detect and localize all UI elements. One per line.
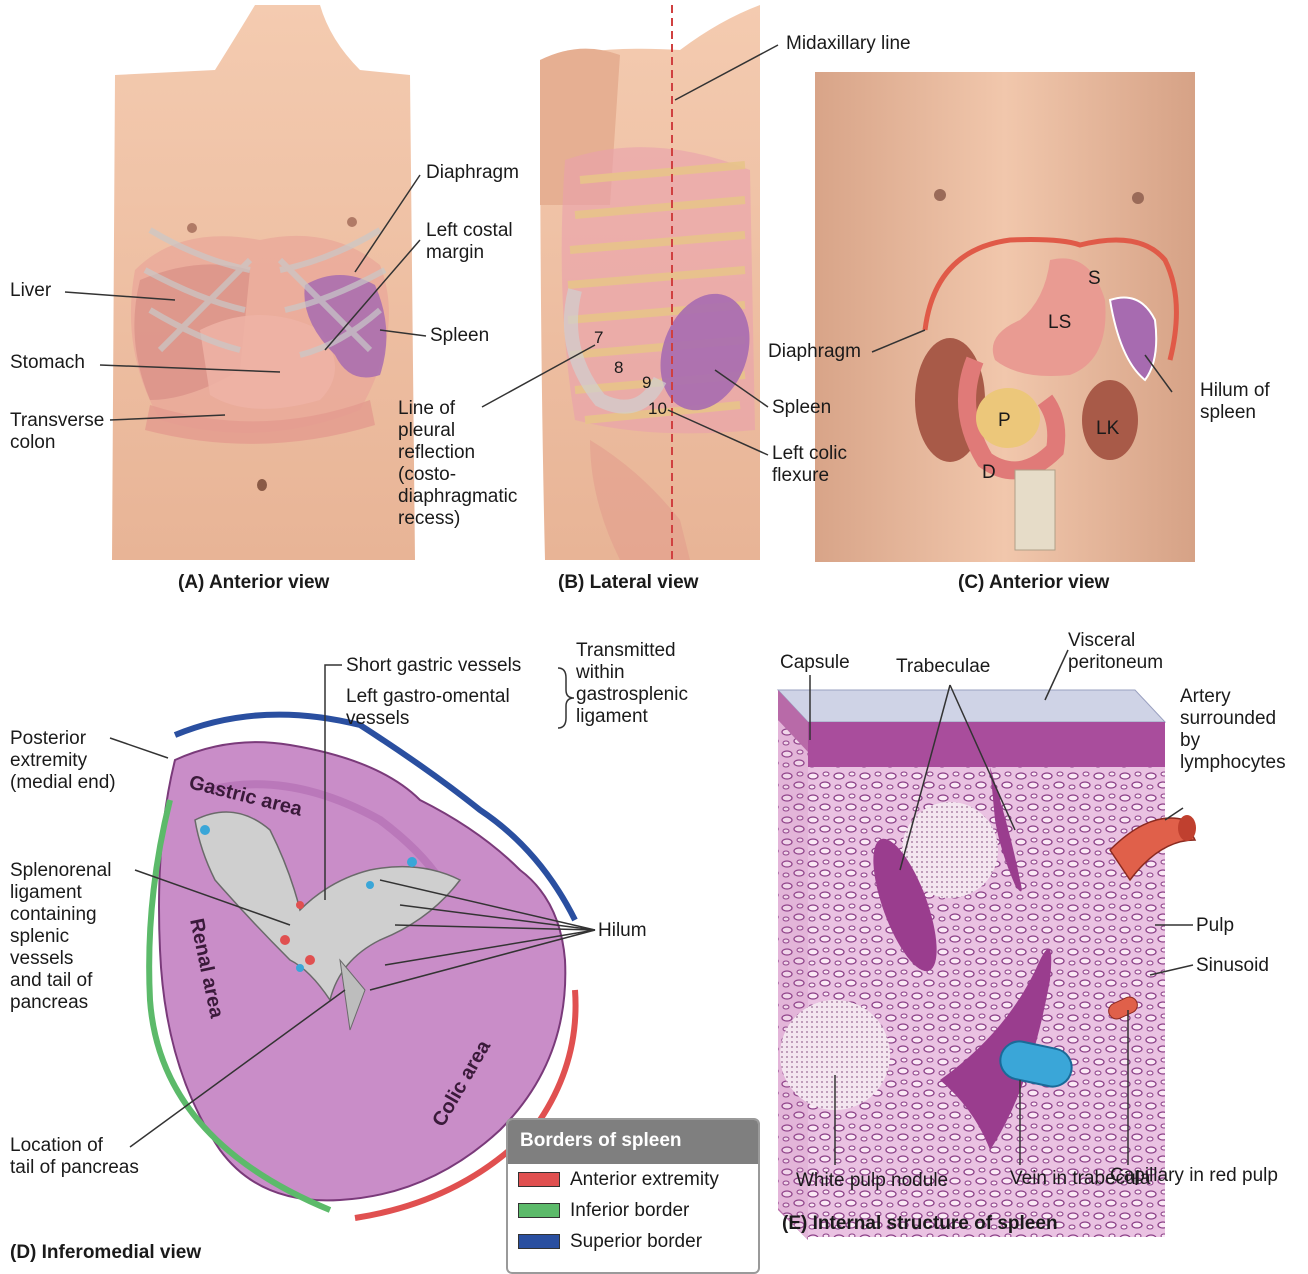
- caption-d: (D) Inferomedial view: [10, 1242, 201, 1264]
- label-spleen-b: Spleen: [772, 397, 831, 419]
- legend-title: Borders of spleen: [508, 1120, 758, 1164]
- label-sinusoid: Sinusoid: [1196, 955, 1269, 977]
- label-white-pulp: White pulp nodule: [796, 1170, 948, 1192]
- label-d: D: [982, 462, 996, 484]
- legend-swatch-blue: [518, 1234, 560, 1249]
- panel-e-illustration: [778, 690, 1196, 1240]
- label-p: P: [998, 410, 1011, 432]
- legend-label: Superior border: [570, 1231, 702, 1253]
- panel-a-illustration: [112, 5, 415, 560]
- label-pleural-reflection: Line of pleural reflection (costo- diaph…: [398, 398, 517, 530]
- caption-c: (C) Anterior view: [958, 572, 1109, 594]
- borders-legend: Borders of spleen Anterior extremity Inf…: [506, 1118, 760, 1274]
- label-artery: Artery surrounded by lymphocytes: [1180, 686, 1286, 774]
- label-trabeculae: Trabeculae: [896, 656, 990, 678]
- caption-e: (E) Internal structure of spleen: [782, 1213, 1058, 1235]
- label-diaphragm-a: Diaphragm: [426, 162, 519, 184]
- label-transmitted: Transmitted within gastrosplenic ligamen…: [576, 640, 688, 728]
- panel-c-illustration: [815, 72, 1195, 562]
- label-stomach: Stomach: [10, 352, 85, 374]
- label-location-tail: Location of tail of pancreas: [10, 1135, 139, 1179]
- legend-item-superior: Superior border: [508, 1226, 758, 1257]
- caption-b: (B) Lateral view: [558, 572, 698, 594]
- label-midaxillary-line: Midaxillary line: [786, 33, 911, 55]
- legend-label: Anterior extremity: [570, 1169, 719, 1191]
- legend-item-inferior: Inferior border: [508, 1195, 758, 1226]
- gastrosplenic-bracket: [558, 668, 574, 728]
- label-left-costal-margin: Left costal margin: [426, 220, 513, 264]
- legend-swatch-green: [518, 1203, 560, 1218]
- label-spleen-a: Spleen: [430, 325, 489, 347]
- label-transverse-colon: Transverse colon: [10, 410, 104, 454]
- label-rib-10: 10: [648, 398, 667, 420]
- label-hilum: Hilum: [598, 920, 647, 942]
- caption-a: (A) Anterior view: [178, 572, 329, 594]
- legend-item-anterior: Anterior extremity: [508, 1164, 758, 1195]
- capsule-layer: [808, 722, 1165, 767]
- label-lk: LK: [1096, 418, 1119, 440]
- label-left-gastro-omental: Left gastro-omental vessels: [346, 686, 510, 730]
- label-pulp: Pulp: [1196, 915, 1234, 937]
- label-liver: Liver: [10, 280, 51, 302]
- label-vein: Vein in trabecula: [1010, 1168, 1151, 1190]
- label-splenorenal: Splenorenal ligament containing splenic …: [10, 860, 111, 1014]
- label-ls: LS: [1048, 312, 1071, 334]
- label-short-gastric: Short gastric vessels: [346, 655, 521, 677]
- legend-label: Inferior border: [570, 1200, 689, 1222]
- legend-swatch-red: [518, 1172, 560, 1187]
- label-rib-7: 7: [594, 327, 603, 349]
- label-rib-9: 9: [642, 372, 651, 394]
- panel-b-illustration: [540, 5, 765, 560]
- label-diaphragm-c: Diaphragm: [768, 341, 861, 363]
- label-s: S: [1088, 268, 1101, 290]
- label-posterior-extremity: Posterior extremity (medial end): [10, 728, 116, 794]
- visceral-peritoneum-sheet: [778, 690, 1165, 722]
- label-rib-8: 8: [614, 357, 623, 379]
- label-capsule: Capsule: [780, 652, 850, 674]
- label-left-colic-flexure: Left colic flexure: [772, 443, 847, 487]
- label-visceral-peritoneum: Visceral peritoneum: [1068, 630, 1163, 674]
- label-hilum-of-spleen: Hilum of spleen: [1200, 380, 1270, 424]
